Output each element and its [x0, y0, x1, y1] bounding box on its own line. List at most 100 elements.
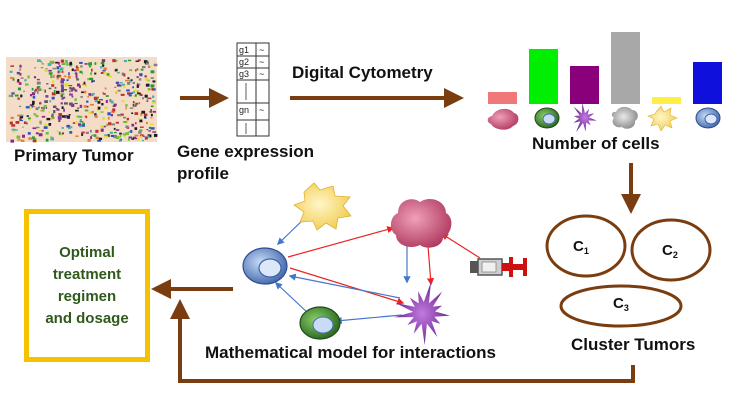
cluster-2-label: C2 — [662, 242, 678, 260]
tumor-texture-dot — [129, 107, 134, 109]
tumor-texture-dot — [27, 132, 31, 135]
tumor-texture-dot — [144, 75, 147, 78]
tumor-texture-dot — [19, 115, 24, 119]
tumor-texture-dot — [60, 80, 64, 84]
tumor-texture-dot — [35, 126, 40, 129]
tumor-texture-dot — [10, 139, 14, 143]
tumor-texture-dot — [88, 65, 92, 68]
tumor-texture-dot — [52, 67, 57, 70]
tumor-texture-dot — [133, 95, 136, 97]
tumor-texture-dot — [110, 134, 114, 137]
tumor-texture-dot — [152, 101, 156, 104]
tumor-texture-dot — [129, 79, 132, 83]
tumor-texture-dot — [55, 107, 59, 110]
tumor-texture-dot — [9, 70, 13, 73]
optimal-line: treatment — [52, 265, 122, 283]
tumor-texture-dot — [141, 110, 146, 114]
syringe-icon — [470, 257, 527, 277]
tumor-texture-dot — [84, 63, 88, 65]
tumor-texture-dot — [51, 113, 54, 115]
tumor-texture-dot — [150, 123, 154, 126]
tumor-texture-dot — [118, 139, 122, 142]
tumor-texture-dot — [48, 87, 52, 90]
tumor-texture-dot — [114, 59, 118, 62]
tumor-texture-dot — [130, 130, 133, 133]
tumor-texture-dot — [53, 105, 57, 108]
tumor-texture-dot — [112, 59, 116, 63]
tumor-texture-dot — [19, 72, 22, 76]
tumor-texture-dot — [105, 95, 109, 97]
tumor-texture-dot — [41, 115, 46, 118]
tumor-texture-dot — [132, 91, 136, 94]
tumor-texture-dot — [66, 79, 69, 82]
tumor-texture-dot — [57, 61, 60, 65]
tumor-texture-dot — [150, 105, 154, 108]
tumor-texture-dot — [60, 94, 63, 97]
tumor-texture-dot — [29, 104, 34, 107]
tumor-texture-dot — [132, 101, 135, 104]
tumor-texture-dot — [138, 131, 142, 134]
tumor-texture-dot — [105, 99, 108, 103]
tumor-texture-dot — [153, 63, 158, 67]
tumor-texture-dot — [136, 90, 139, 94]
tumor-texture-dot — [24, 79, 27, 82]
tumor-texture-dot — [123, 121, 127, 123]
tumor-texture-dot — [150, 84, 155, 88]
tumor-texture-dot — [59, 65, 61, 68]
tumor-texture-dot — [150, 117, 153, 119]
tumor-texture-dot — [43, 126, 48, 129]
tumor-texture-dot — [39, 102, 42, 105]
tumor-texture-dot — [45, 131, 49, 135]
tumor-texture-dot — [104, 106, 108, 109]
tumor-texture-dot — [27, 75, 30, 79]
cluster-3-label: C3 — [613, 295, 629, 313]
tumor-texture-dot — [92, 80, 95, 82]
tumor-texture-dot — [128, 59, 132, 62]
arrow-tcell-to-dendritic — [289, 267, 405, 305]
tumor-texture-dot — [132, 86, 134, 89]
tumor-texture-dot — [81, 71, 84, 75]
tumor-texture-dot — [152, 131, 157, 133]
tumor-texture-dot — [137, 59, 141, 61]
tumor-texture-dot — [74, 89, 78, 92]
tumor-texture-dot — [14, 129, 18, 131]
arrow-tcell-to-tumor — [287, 226, 395, 258]
tumor-texture-dot — [77, 107, 80, 109]
tumor-texture-dot — [115, 81, 119, 84]
tumor-texture-dot — [139, 93, 143, 96]
tumor-texture-dot — [102, 93, 106, 95]
tumor-texture-dot — [81, 133, 84, 136]
tumor-texture-dot — [119, 134, 122, 138]
tumor-texture-dot — [12, 78, 15, 81]
tumor-texture-dot — [48, 123, 52, 126]
tumor-texture-dot — [69, 61, 72, 65]
tumor-texture-dot — [100, 66, 103, 69]
tumor-texture-dot — [8, 94, 11, 97]
cell-count-bars — [488, 32, 722, 104]
tumor-texture-dot — [70, 126, 73, 129]
tumor-texture-dot — [133, 89, 137, 92]
tumor-texture-dot — [34, 88, 37, 92]
digital-cytometry-label: Digital Cytometry — [292, 63, 433, 82]
tumor-texture-dot — [60, 89, 64, 93]
tumor-texture-dot — [152, 88, 156, 91]
tumor-texture-dot — [131, 123, 135, 127]
tumor-texture-dot — [52, 80, 55, 83]
optimal-treatment-box: Optimal treatment regimen and dosage — [24, 209, 150, 362]
tumor-texture-dot — [82, 122, 85, 125]
tumor-texture-dot — [134, 134, 139, 137]
tumor-texture-dot — [31, 87, 34, 91]
tumor-texture-dot — [81, 91, 85, 94]
tumor-texture-dot — [16, 71, 20, 75]
tumor-texture-dot — [16, 135, 21, 139]
tumor-texture-dot — [81, 123, 85, 127]
b-cell-icon — [534, 107, 560, 129]
tumor-texture-dot — [144, 116, 146, 118]
tumor-texture-dot — [77, 115, 81, 118]
tumor-texture-dot — [61, 115, 65, 118]
gene-expression-table — [236, 42, 270, 137]
tumor-texture-dot — [94, 113, 97, 117]
t-cell-icon — [695, 107, 721, 129]
tumor-texture-dot — [26, 106, 30, 109]
dendritic-cell-icon — [573, 102, 597, 132]
